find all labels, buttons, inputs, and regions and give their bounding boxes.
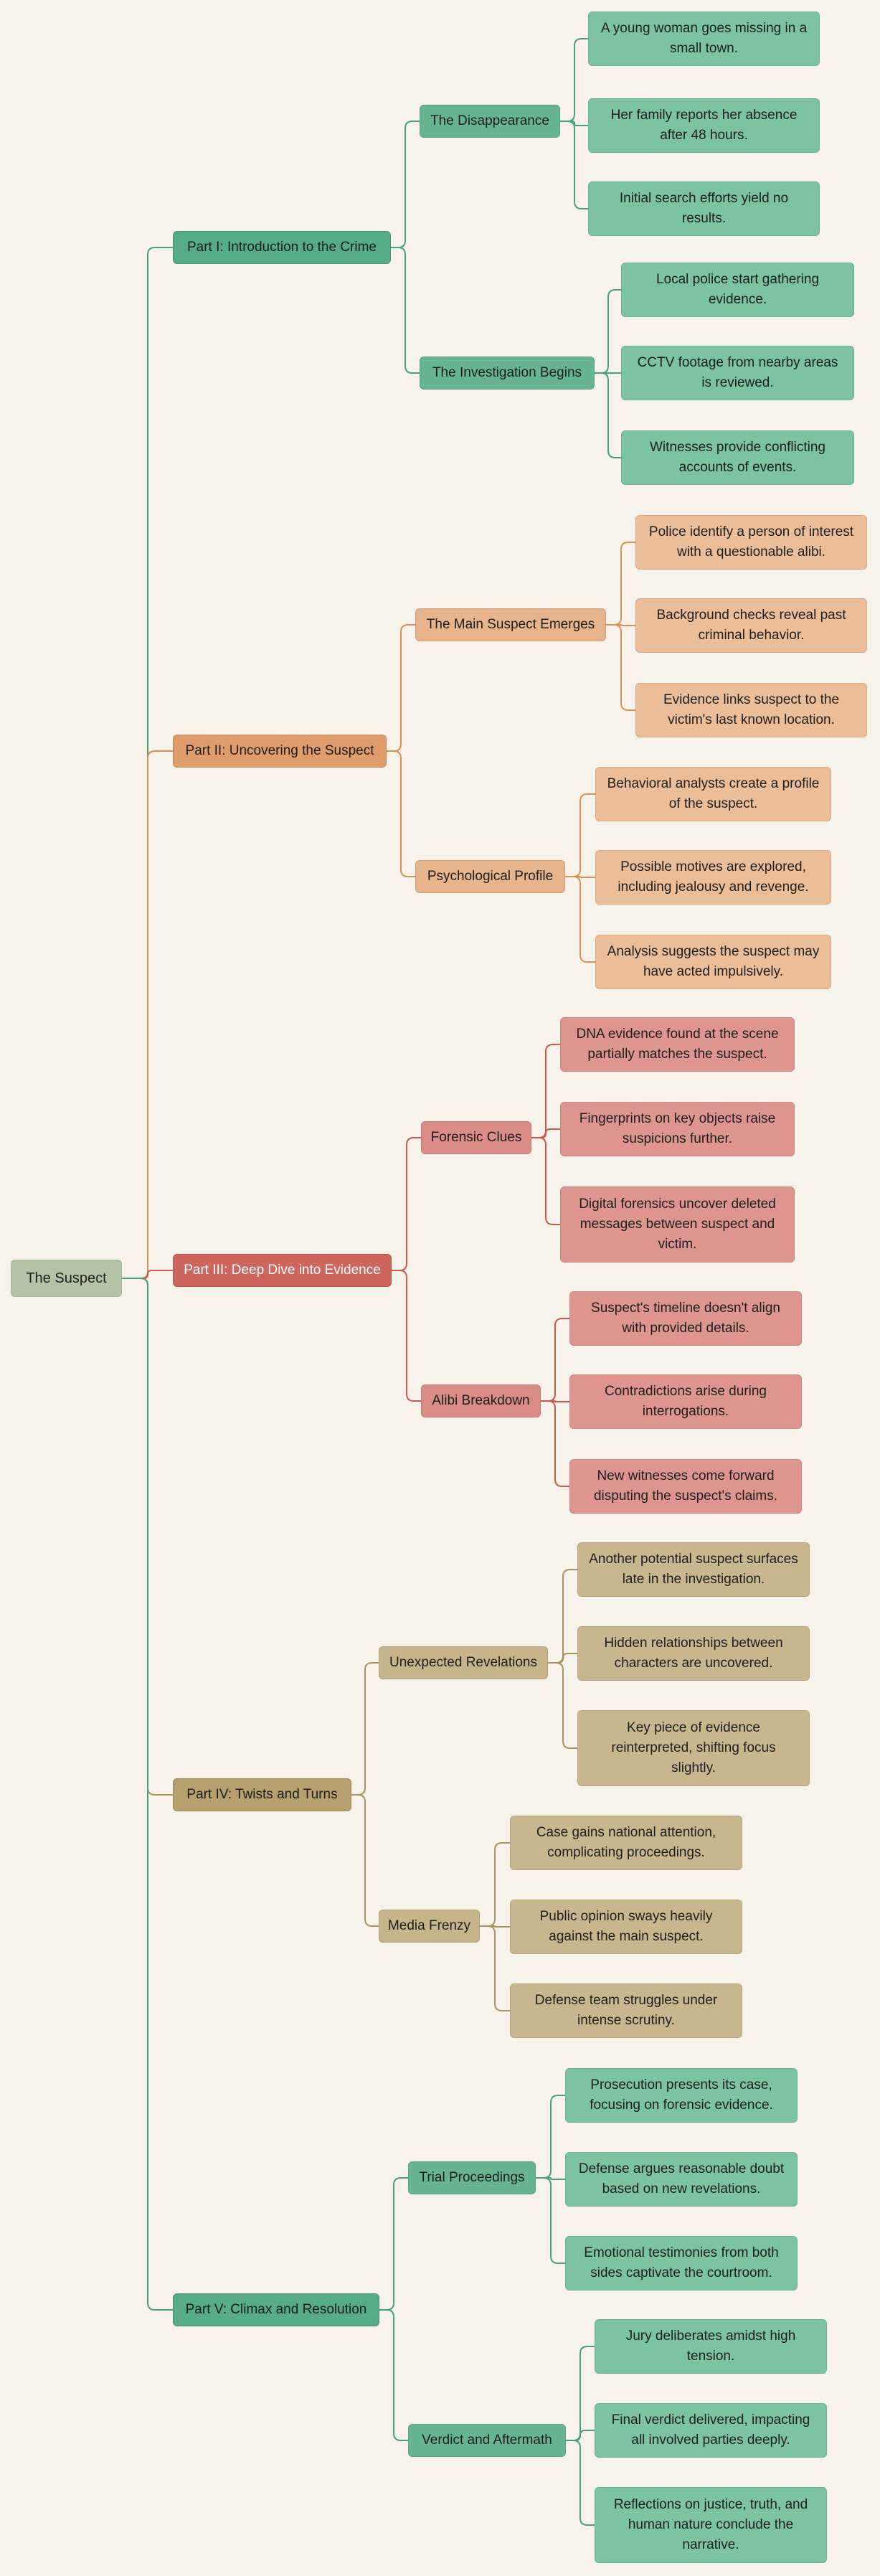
connector-line xyxy=(606,542,635,626)
connector-line xyxy=(566,2430,595,2441)
connector-line xyxy=(536,2177,565,2180)
leaf-node[interactable]: Her family reports her absence after 48 … xyxy=(588,98,820,153)
leaf-node[interactable]: Defense argues reasonable doubt based on… xyxy=(565,2152,798,2207)
subtopic-node[interactable]: Unexpected Revelations xyxy=(379,1646,548,1679)
part-node[interactable]: Part V: Climax and Resolution xyxy=(173,2293,379,2326)
leaf-node[interactable]: Contradictions arise during interrogatio… xyxy=(569,1374,802,1429)
connector-line xyxy=(391,247,420,374)
subtopic-node[interactable]: Trial Proceedings xyxy=(408,2161,536,2194)
connector-line xyxy=(595,372,621,458)
leaf-node[interactable]: Background checks reveal past criminal b… xyxy=(635,598,867,653)
connector-line xyxy=(379,2177,408,2311)
leaf-node[interactable]: Case gains national attention, complicat… xyxy=(510,1816,742,1870)
part-node[interactable]: Part I: Introduction to the Crime xyxy=(173,231,391,264)
connector-line xyxy=(536,2177,565,2264)
leaf-node[interactable]: New witnesses come forward disputing the… xyxy=(569,1459,802,1514)
connector-line xyxy=(595,289,621,374)
leaf-node[interactable]: CCTV footage from nearby areas is review… xyxy=(621,346,854,400)
leaf-node[interactable]: Final verdict delivered, impacting all i… xyxy=(595,2403,827,2458)
connector-line xyxy=(565,793,595,877)
connector-line xyxy=(122,750,173,1279)
leaf-node[interactable]: A young woman goes missing in a small to… xyxy=(588,11,820,66)
connector-line xyxy=(541,1318,569,1402)
connector-line xyxy=(541,1400,569,1487)
connector-line xyxy=(565,876,595,963)
leaf-node[interactable]: Analysis suggests the suspect may have a… xyxy=(595,935,831,989)
leaf-node[interactable]: Defense team struggles under intense scr… xyxy=(510,1983,742,2038)
connector-line xyxy=(531,1128,560,1138)
leaf-node[interactable]: Initial search efforts yield no results. xyxy=(588,181,820,236)
subtopic-node[interactable]: Forensic Clues xyxy=(421,1121,531,1154)
connector-line xyxy=(392,1137,421,1271)
subtopic-node[interactable]: Media Frenzy xyxy=(379,1910,480,1943)
leaf-node[interactable]: Jury deliberates amidst high tension. xyxy=(595,2319,827,2374)
connector-line xyxy=(480,1842,510,1927)
connector-line xyxy=(480,1925,510,1928)
part-node[interactable]: Part IV: Twists and Turns xyxy=(173,1778,351,1811)
connector-line xyxy=(122,1278,173,1796)
leaf-node[interactable]: Possible motives are explored, including… xyxy=(595,850,831,905)
connector-line xyxy=(122,1278,173,2311)
subtopic-node[interactable]: The Main Suspect Emerges xyxy=(415,608,606,641)
leaf-node[interactable]: Witnesses provide conflicting accounts o… xyxy=(621,430,854,485)
part-node[interactable]: Part III: Deep Dive into Evidence xyxy=(173,1254,392,1287)
subtopic-node[interactable]: Alibi Breakdown xyxy=(421,1384,541,1417)
connector-line xyxy=(122,247,173,1279)
leaf-node[interactable]: Digital forensics uncover deleted messag… xyxy=(560,1186,795,1263)
connector-line xyxy=(391,121,420,248)
connector-line xyxy=(122,1270,173,1279)
connector-line xyxy=(387,624,415,752)
leaf-node[interactable]: Police identify a person of interest wit… xyxy=(635,515,867,570)
connector-line xyxy=(531,1137,560,1225)
leaf-node[interactable]: Key piece of evidence reinterpreted, shi… xyxy=(577,1710,810,1786)
root-node[interactable]: The Suspect xyxy=(11,1260,122,1297)
leaf-node[interactable]: Emotional testimonies from both sides ca… xyxy=(565,2236,798,2290)
leaf-node[interactable]: Local police start gathering evidence. xyxy=(621,263,854,317)
leaf-node[interactable]: Hidden relationships between characters … xyxy=(577,1626,810,1681)
leaf-node[interactable]: Behavioral analysts create a profile of … xyxy=(595,767,831,821)
leaf-node[interactable]: Reflections on justice, truth, and human… xyxy=(595,2487,827,2563)
subtopic-node[interactable]: Verdict and Aftermath xyxy=(408,2424,566,2457)
connector-line xyxy=(606,624,635,711)
connector-line xyxy=(548,1662,577,1749)
leaf-node[interactable]: Public opinion sways heavily against the… xyxy=(510,1900,742,1954)
connector-line xyxy=(548,1653,577,1664)
leaf-node[interactable]: Fingerprints on key objects raise suspic… xyxy=(560,1102,795,1156)
connector-line xyxy=(560,38,588,122)
connector-line xyxy=(606,624,635,626)
connector-line xyxy=(379,2309,408,2441)
subtopic-node[interactable]: Psychological Profile xyxy=(415,860,565,893)
connector-line xyxy=(392,1270,421,1402)
subtopic-node[interactable]: The Investigation Begins xyxy=(420,357,595,390)
connector-line xyxy=(560,121,588,209)
part-node[interactable]: Part II: Uncovering the Suspect xyxy=(173,735,387,768)
connector-line xyxy=(351,1662,379,1796)
connector-line xyxy=(566,2346,595,2441)
leaf-node[interactable]: DNA evidence found at the scene partiall… xyxy=(560,1017,795,1072)
connector-line xyxy=(548,1569,577,1664)
leaf-node[interactable]: Suspect's timeline doesn't align with pr… xyxy=(569,1291,802,1346)
connector-line xyxy=(387,750,415,877)
connector-line xyxy=(536,2095,565,2179)
subtopic-node[interactable]: The Disappearance xyxy=(420,105,560,138)
connector-line xyxy=(480,1925,510,2011)
leaf-node[interactable]: Evidence links suspect to the victim's l… xyxy=(635,683,867,737)
connector-line xyxy=(351,1794,379,1927)
connector-line xyxy=(531,1044,560,1138)
connector-line xyxy=(566,2440,595,2526)
connector-line xyxy=(541,1400,569,1402)
leaf-node[interactable]: Prosecution presents its case, focusing … xyxy=(565,2068,798,2123)
connector-line xyxy=(560,121,588,126)
leaf-node[interactable]: Another potential suspect surfaces late … xyxy=(577,1542,810,1597)
